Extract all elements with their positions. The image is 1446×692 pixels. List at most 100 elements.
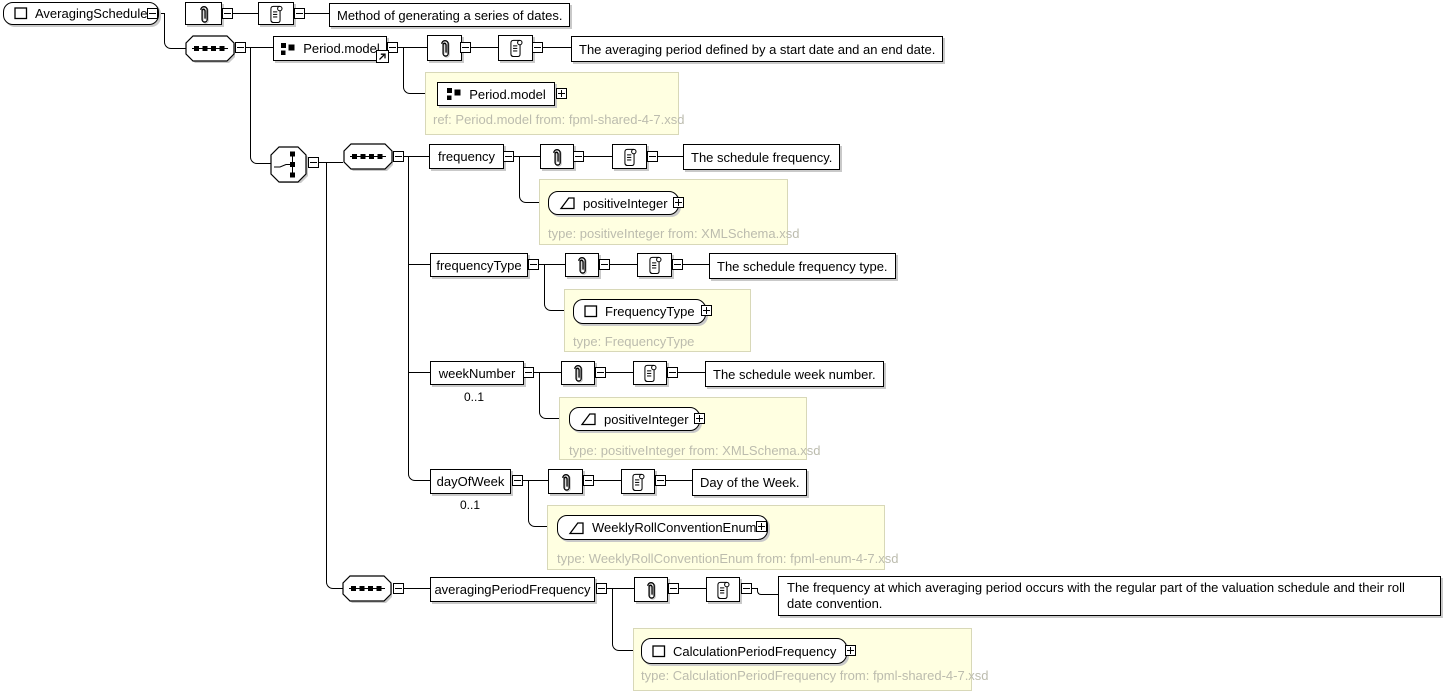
collapse-toggle[interactable]: [528, 259, 539, 270]
collapse-toggle[interactable]: [583, 475, 594, 486]
connector-elbow: [544, 264, 574, 311]
doc-note-day-of-week: Day of the Week.: [692, 469, 808, 496]
type-calculation-period-frequency[interactable]: CalculationPeriodFrequency: [641, 638, 848, 664]
link-arrow-icon: [377, 51, 388, 62]
element-label: AveragingSchedule: [35, 6, 148, 21]
expand-toggle[interactable]: [673, 197, 684, 208]
connector: [514, 156, 540, 157]
model-group-icon: [446, 87, 462, 101]
connector-elbow: [528, 480, 558, 527]
occurrence-label: 0..1: [460, 498, 481, 512]
collapse-toggle[interactable]: [532, 42, 543, 53]
attributes-box: [540, 144, 574, 169]
attributes-box: [565, 253, 599, 277]
connector: [678, 372, 705, 373]
attributes-box: [634, 577, 668, 602]
collapse-toggle[interactable]: [668, 583, 679, 594]
collapse-toggle[interactable]: [523, 367, 534, 378]
type-label: CalculationPeriodFrequency: [673, 643, 837, 659]
annotation-box: [637, 253, 672, 277]
annotation-box: [612, 144, 647, 169]
simple-type-icon: [580, 412, 597, 426]
element-label: dayOfWeek: [436, 474, 505, 489]
collapse-toggle[interactable]: [460, 42, 471, 53]
connector-elbow: [612, 588, 642, 651]
scroll-icon: [265, 3, 287, 25]
element-period-model[interactable]: Period.model: [273, 36, 387, 61]
collapse-toggle[interactable]: [672, 259, 683, 270]
connector-elbow: [326, 162, 343, 589]
collapse-toggle[interactable]: [599, 259, 610, 270]
element-day-of-week[interactable]: dayOfWeek: [430, 469, 511, 494]
connector: [584, 156, 612, 157]
connector: [233, 13, 258, 14]
collapse-toggle[interactable]: [655, 475, 666, 486]
element-averaging-period-frequency[interactable]: averagingPeriodFrequency: [430, 577, 595, 602]
collapse-toggle[interactable]: [308, 157, 319, 168]
collapse-toggle[interactable]: [596, 583, 607, 594]
doc-text: The frequency at which averaging period …: [787, 580, 1405, 611]
type-weekly-roll-convention-enum[interactable]: WeeklyRollConventionEnum: [557, 515, 768, 540]
collapse-toggle[interactable]: [647, 151, 658, 162]
element-frequency[interactable]: frequency: [429, 144, 504, 169]
paperclip-icon: [557, 471, 575, 493]
type-ref-period-model[interactable]: Period.model: [437, 82, 555, 106]
expand-toggle[interactable]: [845, 645, 856, 656]
connector: [752, 588, 758, 589]
doc-note-frequency: The schedule frequency.: [683, 144, 841, 170]
doc-text: The schedule frequency type.: [717, 258, 888, 274]
connector-elbow: [757, 588, 779, 595]
connector: [606, 372, 633, 373]
connector: [658, 156, 683, 157]
complex-type-icon: [652, 645, 666, 658]
annotation-box: [706, 577, 740, 602]
scroll-icon: [619, 146, 641, 168]
type-label: Period.model: [469, 86, 546, 102]
expand-toggle[interactable]: [701, 305, 712, 316]
collapse-toggle[interactable]: [222, 8, 233, 19]
element-label: frequencyType: [436, 257, 522, 273]
sequence-icon[interactable]: [185, 35, 235, 63]
scroll-icon: [639, 362, 661, 384]
expand-toggle[interactable]: [694, 413, 705, 424]
collapse-toggle[interactable]: [503, 151, 514, 162]
doc-note-period-model: The averaging period defined by a start …: [571, 36, 944, 62]
collapse-toggle[interactable]: [147, 8, 158, 19]
connector-elbow: [539, 372, 570, 419]
element-label: averagingPeriodFrequency: [434, 582, 591, 597]
collapse-toggle[interactable]: [512, 475, 523, 486]
collapse-toggle[interactable]: [573, 151, 584, 162]
element-frequency-type[interactable]: frequencyType: [430, 253, 528, 277]
type-label: FrequencyType: [605, 304, 695, 319]
connector: [305, 13, 329, 14]
sequence-icon[interactable]: [342, 575, 392, 603]
expand-toggle[interactable]: [756, 521, 767, 532]
attributes-box: [561, 361, 595, 385]
collapse-toggle[interactable]: [294, 8, 305, 19]
type-positive-integer[interactable]: positiveInteger: [548, 191, 679, 215]
collapse-toggle[interactable]: [741, 583, 752, 594]
annotation-box: [498, 35, 533, 61]
collapse-toggle[interactable]: [393, 151, 404, 162]
sequence-icon[interactable]: [343, 143, 393, 171]
connector: [534, 372, 561, 373]
type-frequency-type[interactable]: FrequencyType: [573, 299, 706, 324]
goto-definition-arrow[interactable]: [376, 50, 389, 63]
type-note: type: WeeklyRollConventionEnum from: fpm…: [557, 551, 899, 566]
choice-icon[interactable]: [270, 146, 308, 183]
collapse-toggle[interactable]: [667, 367, 678, 378]
element-week-number[interactable]: weekNumber: [430, 361, 524, 385]
type-label: positiveInteger: [583, 195, 668, 211]
collapse-toggle[interactable]: [595, 367, 606, 378]
collapse-toggle[interactable]: [387, 42, 398, 53]
element-averaging-schedule[interactable]: AveragingSchedule: [3, 2, 159, 25]
scroll-icon: [712, 579, 734, 601]
type-positive-integer[interactable]: positiveInteger: [569, 407, 700, 431]
connector: [539, 264, 565, 265]
element-label: Period.model: [303, 41, 380, 56]
expand-toggle[interactable]: [556, 88, 567, 99]
collapse-toggle[interactable]: [393, 583, 404, 594]
connector: [610, 264, 637, 265]
collapse-toggle[interactable]: [235, 42, 246, 53]
